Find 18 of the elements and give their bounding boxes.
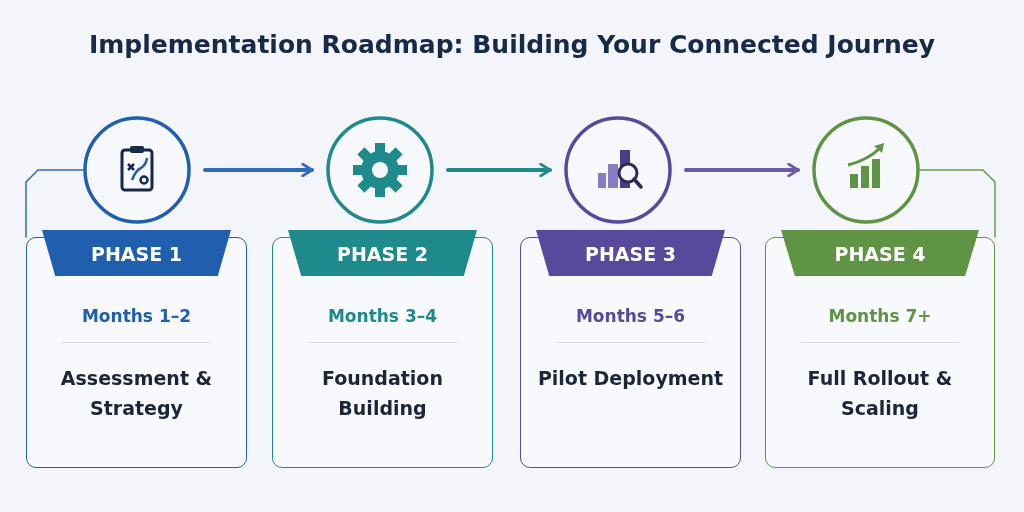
months-label: Months 1–2 — [80, 306, 193, 326]
phase-description: Foundation Building — [321, 366, 444, 421]
months-label: Months 3–4 — [326, 306, 439, 326]
arrow — [446, 162, 552, 178]
phase-description: Assessment & Strategy — [59, 366, 214, 421]
phase-description: Pilot Deployment — [536, 366, 725, 391]
phase-banner: PHASE 3 — [536, 230, 725, 276]
arrow — [684, 162, 800, 178]
months-label: Months 7+ — [827, 306, 933, 326]
phase-banner: PHASE 1 — [42, 230, 231, 276]
connector-line — [919, 169, 996, 238]
phase-description: Full Rollout & Scaling — [806, 366, 954, 421]
title: Implementation Roadmap: Building Your Connected Journey — [88, 30, 936, 59]
months-label: Months 5–6 — [574, 306, 687, 326]
phase-banner: PHASE 2 — [288, 230, 477, 276]
phase-banner: PHASE 4 — [781, 230, 979, 276]
connector-line — [25, 169, 84, 238]
arrow — [203, 162, 314, 178]
